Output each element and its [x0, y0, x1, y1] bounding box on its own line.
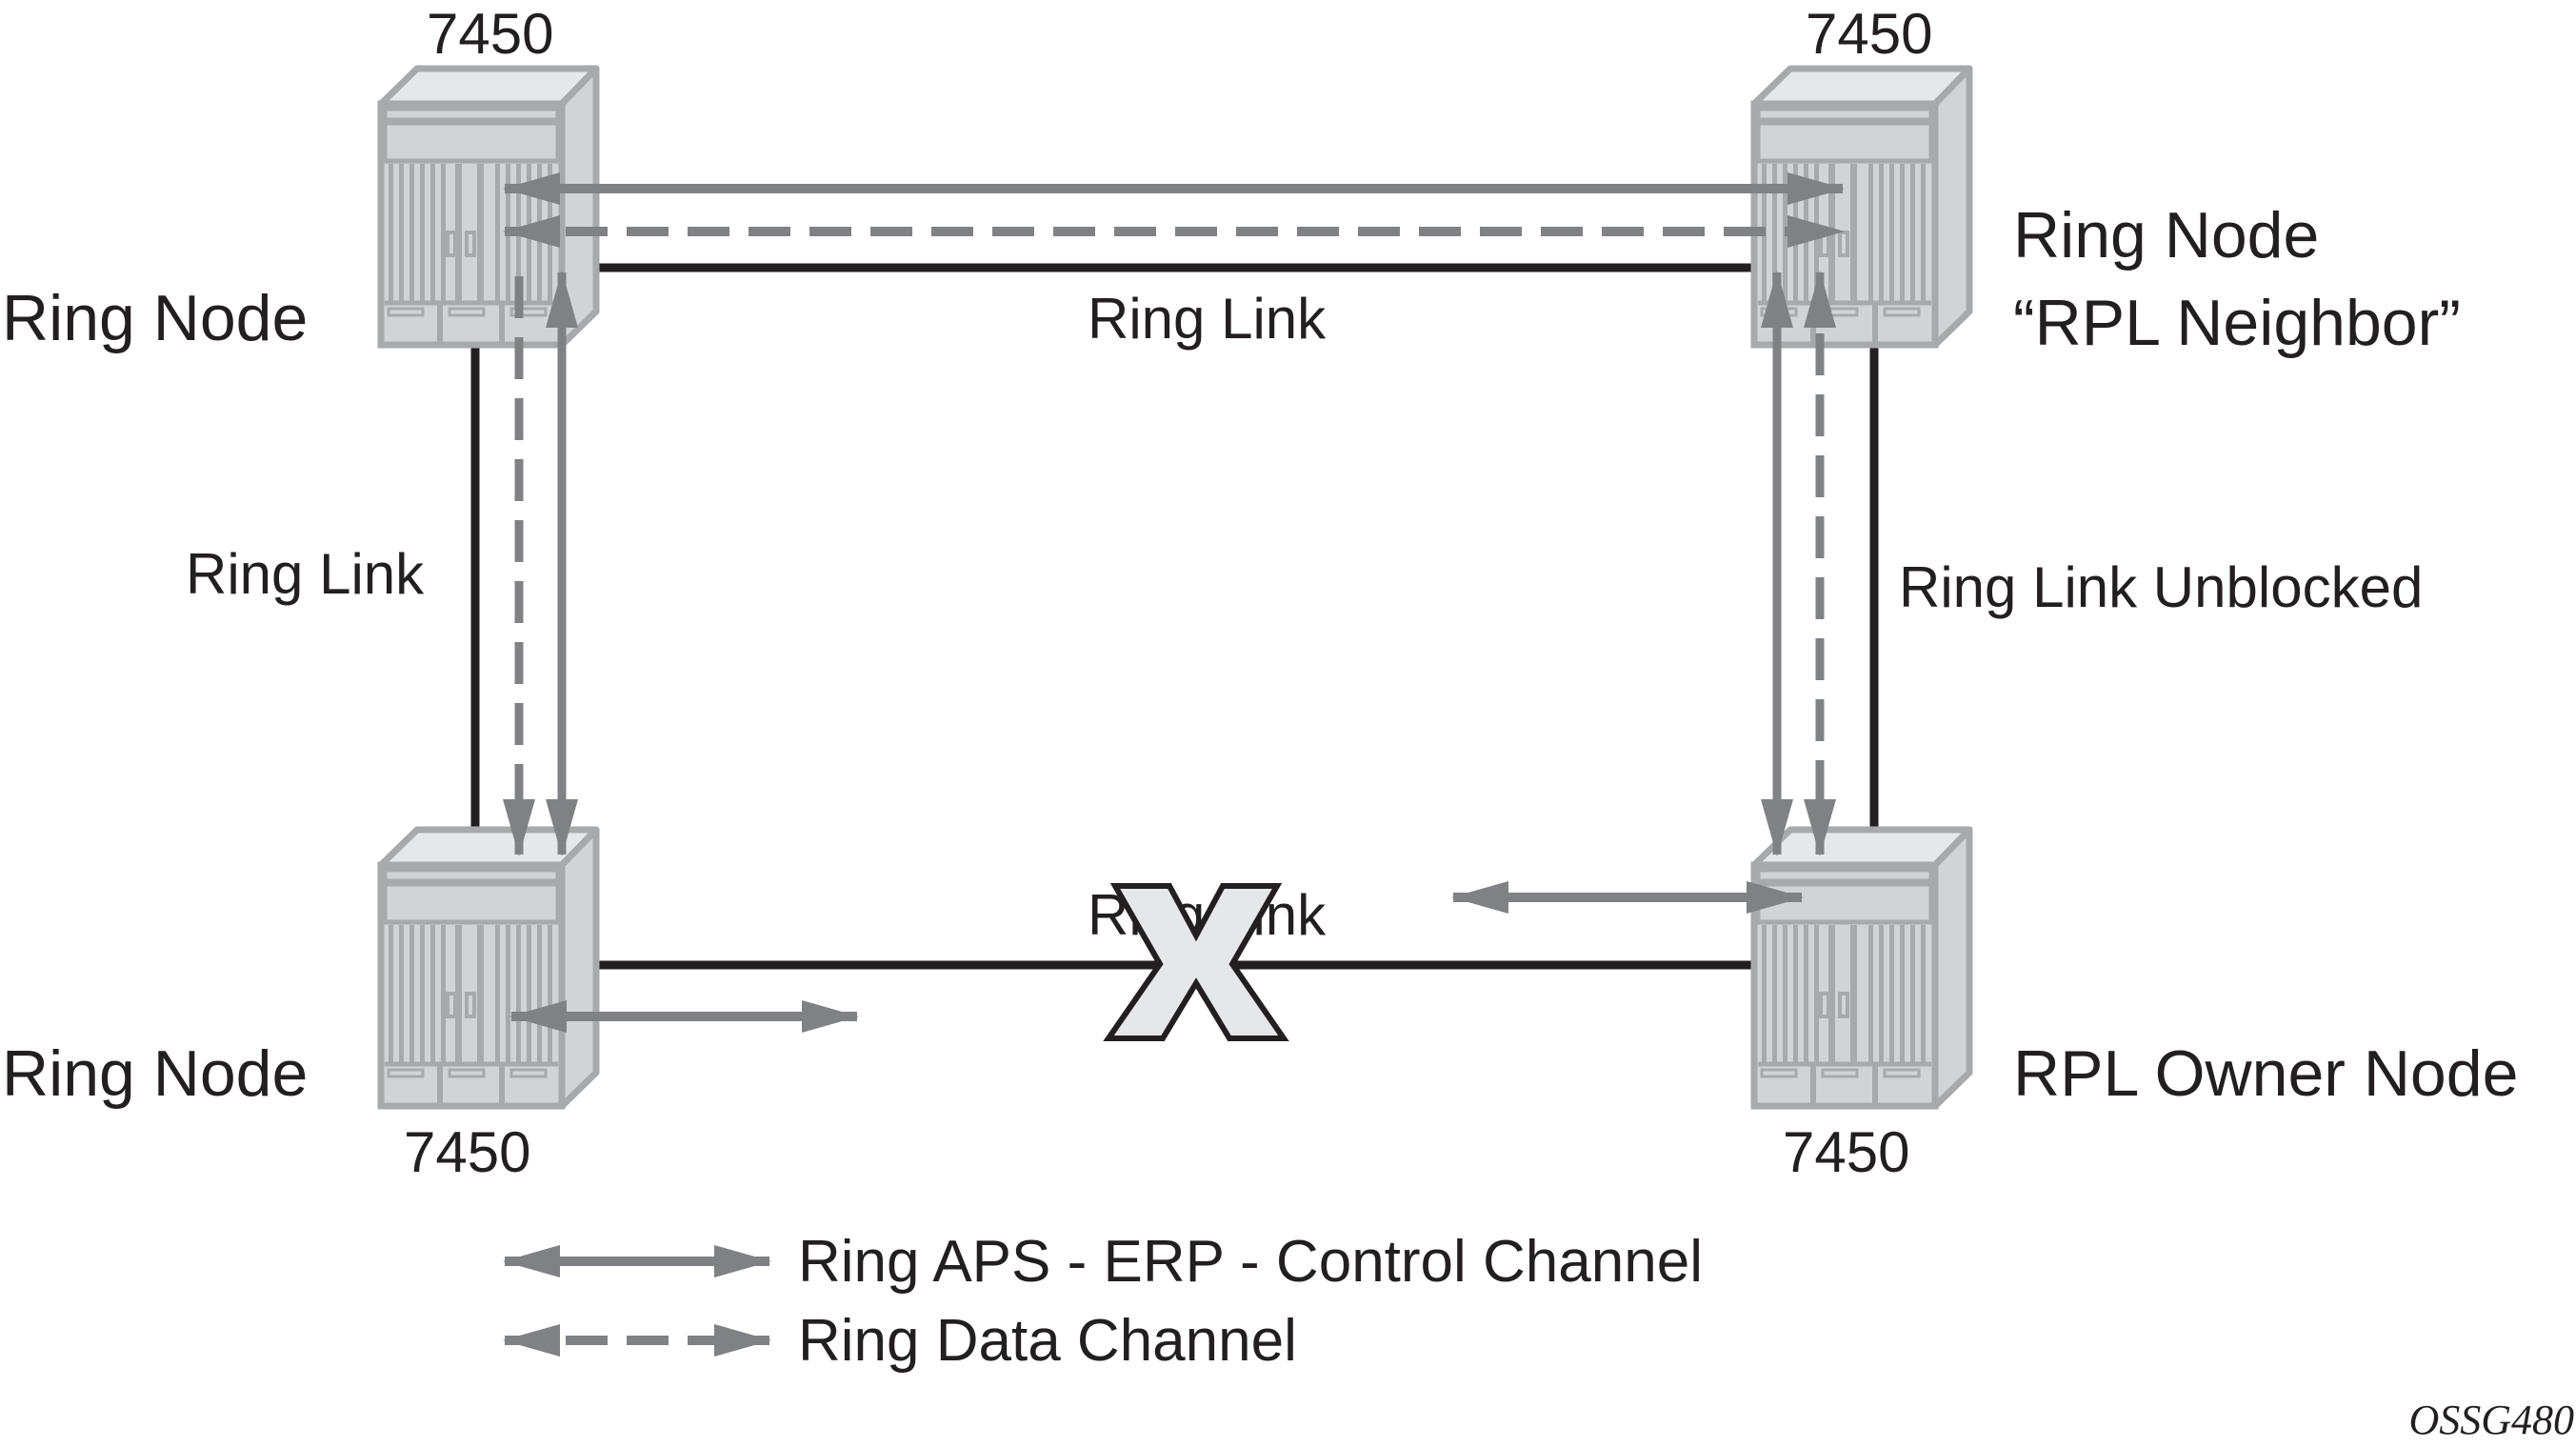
- legend-label-control: Ring APS - ERP - Control Channel: [798, 1229, 1703, 1295]
- link-failure-x-icon: [1103, 883, 1289, 1041]
- channel-arrows: [503, 172, 1845, 1033]
- link-label-left: Ring Link: [186, 542, 425, 606]
- link-label-right: Ring Link Unblocked: [1899, 555, 2423, 619]
- node-label-bottom-right: RPL Owner Node: [2013, 1037, 2518, 1110]
- node-label-top-right-line2: “RPL Neighbor”: [2013, 287, 2461, 359]
- switch-top-right: [1754, 69, 1969, 345]
- legend: Ring APS - ERP - Control Channel Ring Da…: [503, 1229, 1703, 1374]
- figure-id: OSSG480: [2408, 1397, 2574, 1443]
- ring-links: [470, 263, 1879, 970]
- node-label-top-right-line1: Ring Node: [2013, 199, 2319, 272]
- model-label-top-right: 7450: [1806, 2, 1932, 66]
- model-label-bottom-left: 7450: [404, 1120, 530, 1184]
- model-label-bottom-right: 7450: [1783, 1120, 1909, 1184]
- link-label-top: Ring Link: [1088, 287, 1327, 351]
- node-label-bottom-left: Ring Node: [2, 1037, 308, 1110]
- legend-label-data: Ring Data Channel: [798, 1308, 1297, 1374]
- node-label-top-left: Ring Node: [2, 282, 308, 354]
- model-label-top-left: 7450: [427, 2, 553, 66]
- switch-bottom-left: [381, 830, 596, 1106]
- switch-bottom-right: [1754, 830, 1969, 1106]
